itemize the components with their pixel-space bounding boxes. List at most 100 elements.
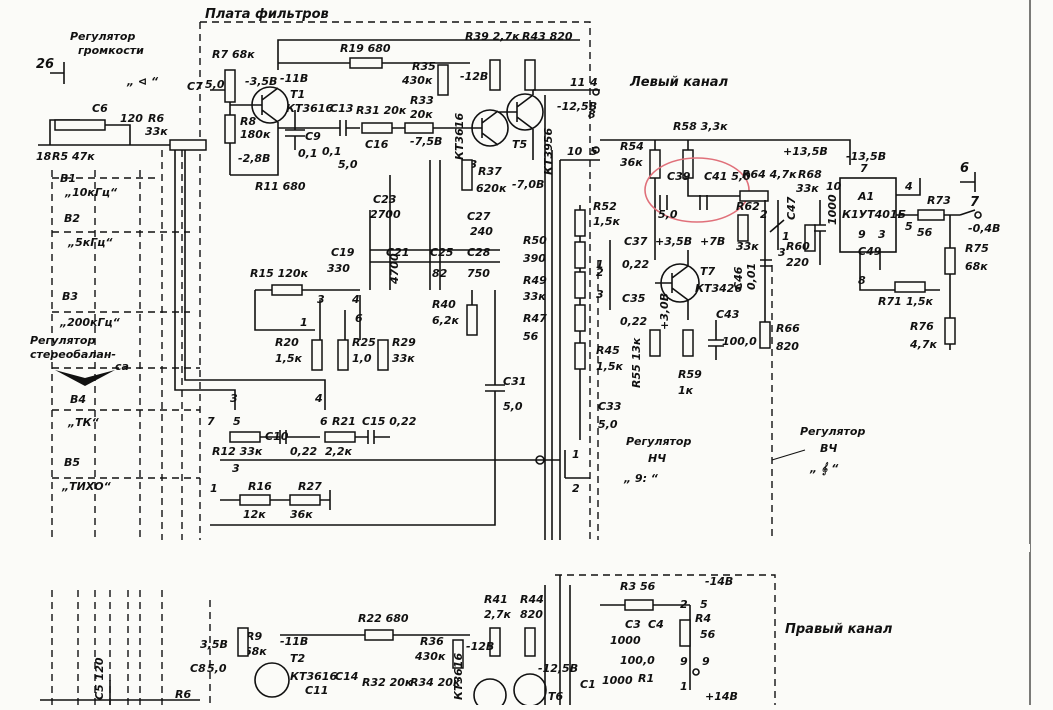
r5-label: R5 47к [52, 150, 95, 163]
v-t1-emitter: -2,8В [238, 152, 270, 165]
r76-resistor [944, 317, 956, 345]
c39-label: С39 [667, 170, 691, 183]
r71-resistor [894, 281, 926, 293]
r39-label: R39 2,7к [465, 30, 520, 43]
c19-label: С19 [331, 246, 355, 259]
pin-9-contact [692, 668, 700, 676]
r50-value: 390 [523, 252, 546, 265]
stereo-balance-label-2: стереобалан- [30, 348, 116, 361]
r3-label: R3 56 [620, 580, 656, 593]
v-lower-t4: -12В [466, 640, 494, 653]
r60-resistor [804, 224, 816, 252]
pin-2f: 2 [760, 208, 768, 221]
c28-value: 750 [467, 267, 490, 280]
t3-symbol [470, 110, 499, 146]
r22-label: R22 680 [358, 612, 409, 625]
c13-value: 0,1 [322, 145, 342, 158]
r60-value: 220 [786, 256, 809, 269]
r12-resistor [229, 431, 261, 443]
t5-label: Т5 [512, 138, 528, 151]
r58-rail [600, 139, 851, 165]
switch-b2: В2 [64, 212, 80, 225]
r1-label: R1 [638, 672, 654, 685]
r49-value: 33к [523, 290, 546, 303]
r49-label: R49 [523, 274, 547, 287]
r36-value: 430к [414, 650, 446, 663]
ic-pin-4: 4 [904, 180, 913, 193]
r20-label: R20 [275, 336, 299, 349]
t1-emitter-wire [230, 122, 279, 176]
pin-9b: 9 [702, 655, 710, 668]
r76-value: 4,7к [909, 338, 937, 351]
r37-label: R37 [478, 165, 502, 178]
r52-value: 1,5к [593, 215, 620, 228]
r37-resistor [461, 159, 473, 191]
r3-resistor [624, 599, 654, 611]
ic-pin-3: 3 [878, 228, 886, 241]
hf-pointer [771, 449, 806, 461]
r66-label: R66 [776, 322, 800, 335]
balance-knob-icon [55, 370, 115, 386]
ic-label: А1 [857, 190, 874, 203]
pin-3f: 3 [778, 246, 786, 259]
top-rail [277, 39, 580, 70]
r29-resistor [377, 339, 389, 371]
r62-resistor [737, 214, 749, 242]
c5-label: С5 120 [93, 657, 106, 700]
r66-value: 820 [776, 340, 799, 353]
r44-label: R44 [520, 593, 544, 606]
lower-input-wire [40, 680, 200, 705]
c9-label: С9 [305, 130, 321, 143]
pin-7b: 7 [207, 415, 215, 428]
r31-resistor [361, 122, 393, 134]
c13-label: С13 [330, 102, 354, 115]
r20-resistor [311, 339, 323, 371]
r27-value: 36к [290, 508, 313, 521]
r50-resistor [574, 241, 586, 269]
left-channel-bus [533, 89, 600, 540]
r8-label: R8 [240, 115, 256, 128]
r71-label: R71 [878, 295, 902, 308]
c3-label: С3 [625, 618, 641, 631]
r9-label: R9 [246, 630, 262, 643]
t4-type-lower: КТ3616 [452, 653, 465, 700]
r60-label: R60 [786, 240, 810, 253]
stereo-balance-label: Регулятор [30, 334, 95, 347]
speaker-icon: „ ⊲ “ [126, 75, 159, 88]
v-lower-t2: -11В [280, 635, 308, 648]
pin-4a: 4 [351, 293, 360, 306]
pin-6a: 6 [355, 312, 363, 325]
r68-value: 33к [796, 182, 819, 195]
filter-bus [369, 160, 441, 290]
c11-label: С11 [305, 684, 328, 697]
pin-18: 18 [36, 150, 52, 163]
r31-label: R31 20к [356, 104, 407, 117]
c1-value: 1000 [602, 674, 633, 687]
c35-value: 0,22 [620, 315, 647, 328]
r43-resistor [524, 59, 536, 91]
r40-resistor [466, 304, 478, 336]
r35-value: 430к [401, 74, 433, 87]
r71-value: 1,5к [906, 295, 933, 308]
pin-1e: 1 [572, 448, 580, 461]
r43-label: R43 820 [522, 30, 573, 43]
t6-label: Т6 [548, 690, 564, 703]
r73-resistor [917, 209, 945, 221]
c13-capacitor [278, 120, 360, 136]
r47-label: R47 [523, 312, 547, 325]
v-output: -0,4В [968, 222, 1000, 235]
v-minus-14: -14В [705, 575, 733, 588]
r76-label: R76 [910, 320, 934, 333]
r9-resistor [237, 627, 249, 657]
hf-pot-wire [769, 200, 785, 250]
r27-label: R27 [298, 480, 322, 493]
c19-value: 330 [327, 262, 350, 275]
lf-pot-wire [540, 450, 590, 479]
pin-11: 11 [570, 76, 585, 89]
c3-value: 1000 [610, 634, 641, 647]
filter-board-frame [199, 21, 591, 540]
hf-control-label-2: ВЧ [820, 442, 837, 455]
r55-label: R55 13к [630, 337, 643, 388]
pin-6-out: 6 [960, 161, 969, 176]
c37-value: 0,22 [622, 258, 649, 271]
